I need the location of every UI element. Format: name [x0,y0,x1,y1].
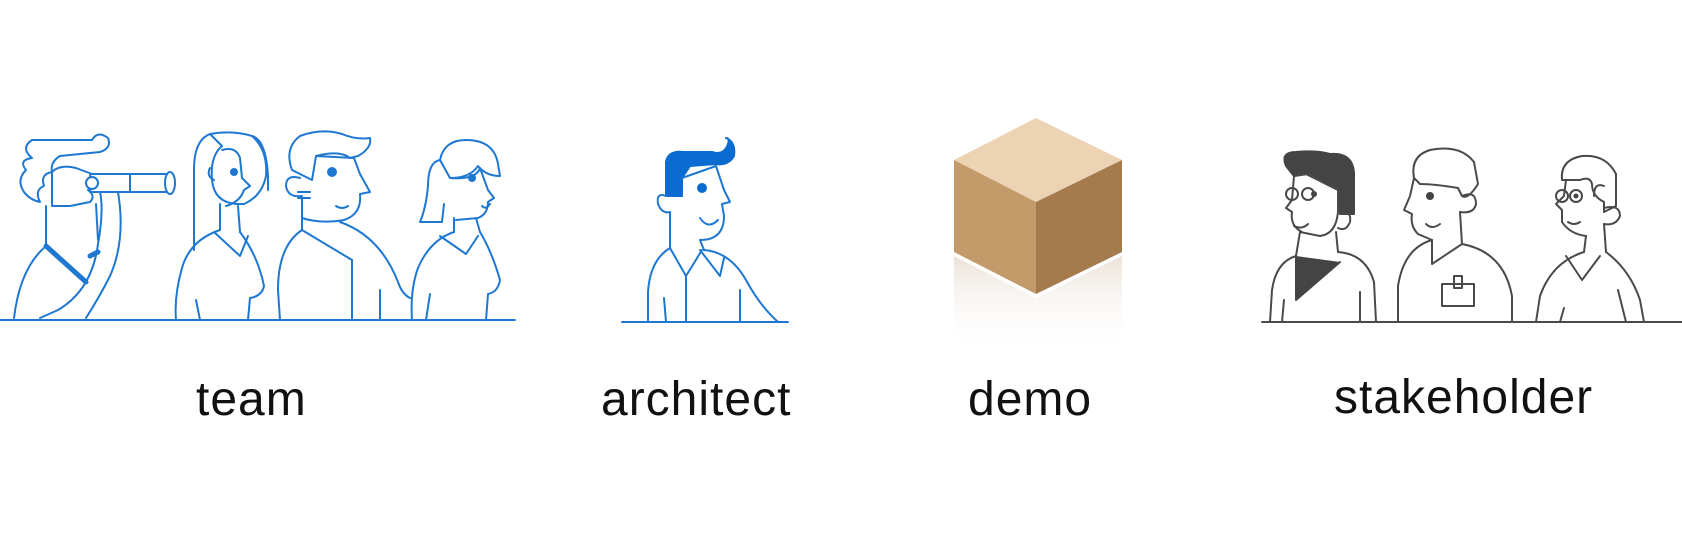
team-person-woman-2 [410,139,501,321]
team-illustration [0,130,516,321]
box-left-face [954,160,1036,294]
demo-label: demo [968,373,1093,426]
box-reflection [954,256,1122,350]
architect-illustration [621,137,789,323]
box-right-face [1036,160,1122,294]
architect-label: architect [601,373,792,426]
demo-box-illustration [954,118,1122,350]
stakeholder-person-2 [1397,147,1513,323]
box-top-face [954,118,1122,202]
stakeholder-person-3 [1535,154,1645,323]
team-label: team [196,373,307,426]
badge-icon [1441,283,1475,307]
stakeholder-person-1 [1269,150,1377,323]
stakeholder-illustration [1261,147,1682,323]
team-person-woman-1 [174,131,269,321]
stakeholder-label: stakeholder [1334,371,1594,424]
team-person-telescope [13,133,176,319]
team-person-man [277,130,411,321]
